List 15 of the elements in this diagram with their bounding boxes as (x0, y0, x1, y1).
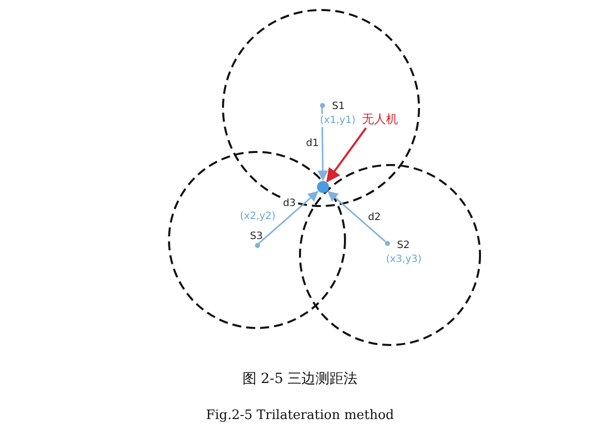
drone-point (317, 181, 329, 193)
distance-label: d1 (305, 138, 320, 149)
station-label: S3 (250, 230, 263, 243)
coordinate-label: (x1,y1) (320, 114, 356, 127)
coordinate-label: (x3,y3) (386, 253, 422, 266)
drone-label: 无人机 (362, 113, 398, 126)
coordinate-label: (x2,y2) (240, 210, 276, 223)
distance-label: d3 (282, 198, 297, 209)
figure-caption: 图 2-5 三边测距法 (242, 371, 358, 387)
english-caption: Fig.2-5 Trilateration method (206, 408, 394, 423)
arrow (258, 190, 319, 244)
distance-label: d2 (367, 212, 382, 223)
station-label: S1 (332, 100, 345, 113)
arrow (327, 190, 386, 242)
station-label: S2 (397, 239, 410, 252)
